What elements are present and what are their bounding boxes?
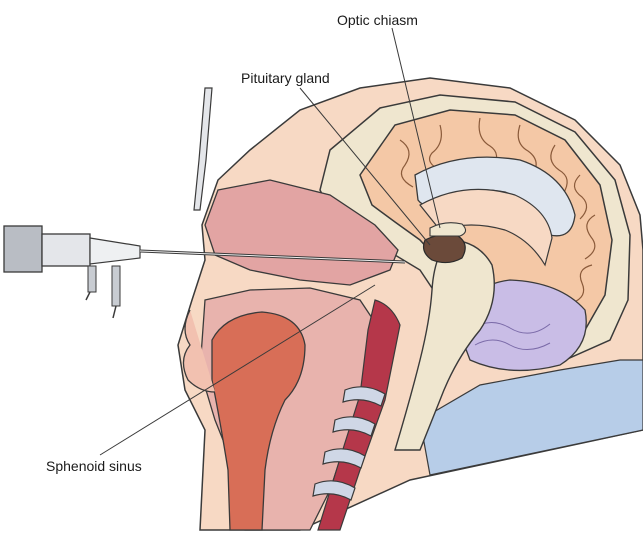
sphenoid-sinus-label: Sphenoid sinus — [46, 458, 142, 474]
retractor — [194, 88, 212, 210]
endoscope-taper — [90, 238, 140, 264]
pituitary-gland-shape — [424, 235, 466, 263]
endoscope-barrel — [42, 234, 90, 266]
endoscope-port-2 — [112, 266, 120, 306]
optic-chiasm-label: Optic chiasm — [337, 12, 418, 28]
pituitary-gland-label: Pituitary gland — [241, 70, 330, 86]
endoscope-handle — [4, 226, 42, 272]
endoscope-port-1 — [88, 266, 96, 292]
